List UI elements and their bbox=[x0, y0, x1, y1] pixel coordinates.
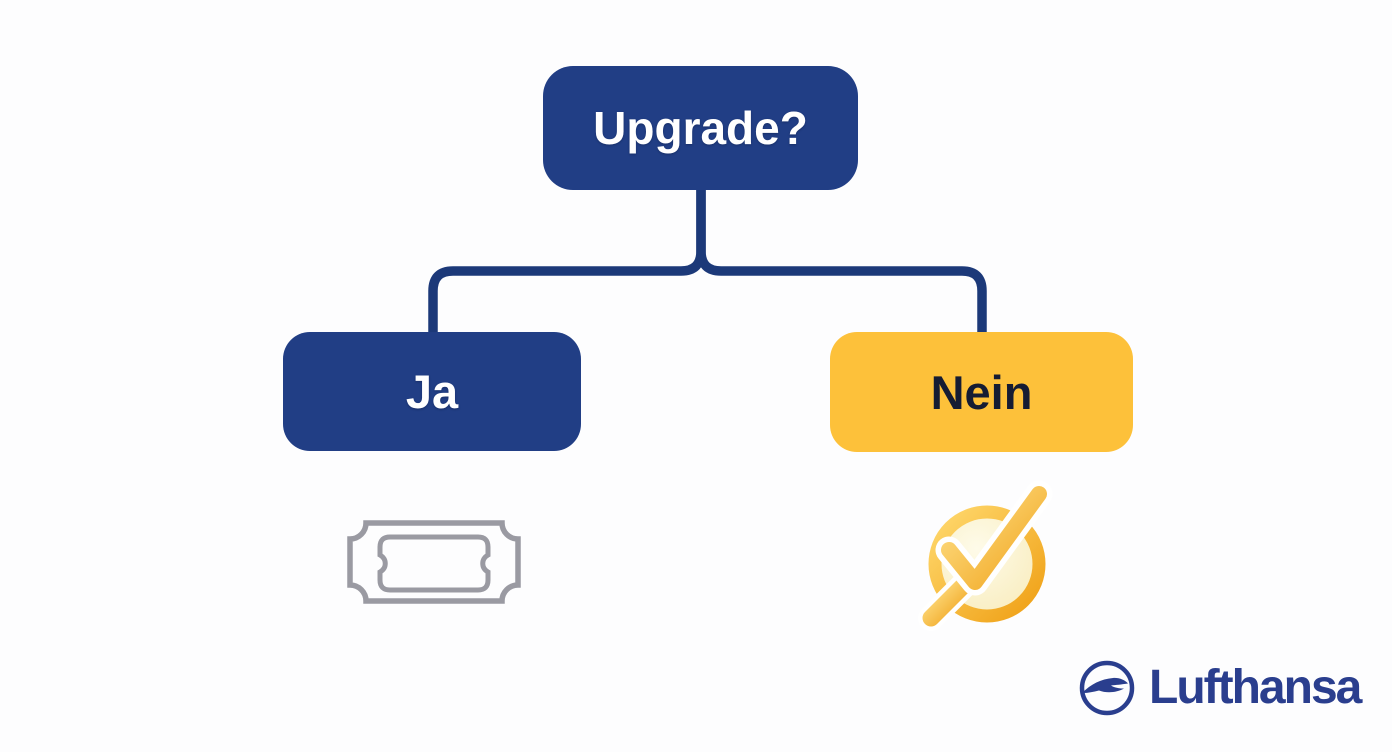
checkmark-tick bbox=[941, 486, 1047, 590]
checkmark-handle bbox=[922, 577, 972, 627]
lufthansa-logo: Lufthansa bbox=[1076, 656, 1362, 720]
connector-left bbox=[428, 188, 706, 334]
node-nein-label: Nein bbox=[930, 365, 1033, 419]
node-upgrade-label: Upgrade? bbox=[593, 102, 808, 154]
ticket-inner-outline bbox=[377, 534, 491, 593]
crane-bird bbox=[1082, 677, 1128, 694]
connector-right bbox=[696, 188, 987, 334]
node-ja: Ja bbox=[283, 332, 581, 451]
lufthansa-crane-icon bbox=[1079, 660, 1135, 716]
crane-circle bbox=[1079, 660, 1135, 716]
node-upgrade: Upgrade? bbox=[543, 66, 858, 190]
lufthansa-wordmark: Lufthansa bbox=[1149, 661, 1362, 714]
node-ja-label: Ja bbox=[405, 365, 459, 418]
node-nein: Nein bbox=[830, 332, 1133, 452]
checkmark-icon bbox=[918, 480, 1053, 631]
ticket-icon bbox=[347, 520, 521, 604]
ticket-outer-outline bbox=[347, 520, 521, 604]
